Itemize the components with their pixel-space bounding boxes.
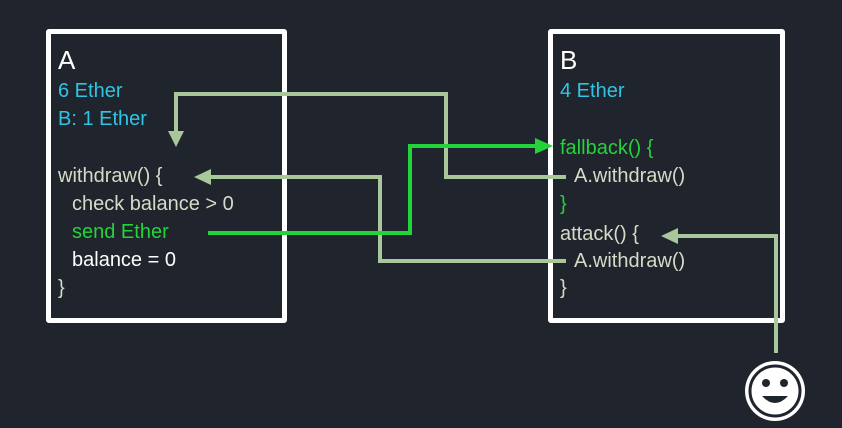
fallback-withdraw-arrowhead	[168, 131, 184, 147]
contract-a-withdraw-open: withdraw() {	[58, 165, 163, 187]
send-ether-arrow	[208, 144, 536, 235]
send-ether-arrowhead	[535, 138, 553, 154]
contract-a-balance-of-b: B: 1 Ether	[58, 108, 147, 130]
attack-withdraw-arrowhead	[194, 169, 211, 185]
contract-b-fallback-close: }	[560, 193, 567, 215]
contract-b-ether: 4 Ether	[560, 80, 625, 102]
contract-a-ether: 6 Ether	[58, 80, 123, 102]
contract-a-title: A	[58, 45, 76, 75]
contract-b-attack-open: attack() {	[560, 223, 639, 245]
fallback-withdraw-arrow	[174, 92, 566, 179]
attack-withdraw-arrow	[210, 175, 566, 263]
contract-b-attack-withdraw: A.withdraw()	[574, 250, 686, 272]
smiley-face-icon	[745, 361, 805, 421]
contract-b-attack-close: }	[560, 277, 567, 299]
contract-a-withdraw-close: }	[58, 277, 65, 299]
contract-b-fallback-open: fallback() {	[560, 137, 654, 159]
contract-a-check-balance: check balance > 0	[72, 193, 234, 215]
contract-a-send-ether: send Ether	[72, 221, 169, 243]
contract-a-balance-zero: balance = 0	[72, 249, 176, 271]
contract-b-title: B	[560, 45, 578, 75]
attacker-arrow	[677, 234, 778, 353]
attacker-arrowhead	[661, 228, 678, 244]
contract-b-fallback-withdraw: A.withdraw()	[574, 165, 686, 187]
